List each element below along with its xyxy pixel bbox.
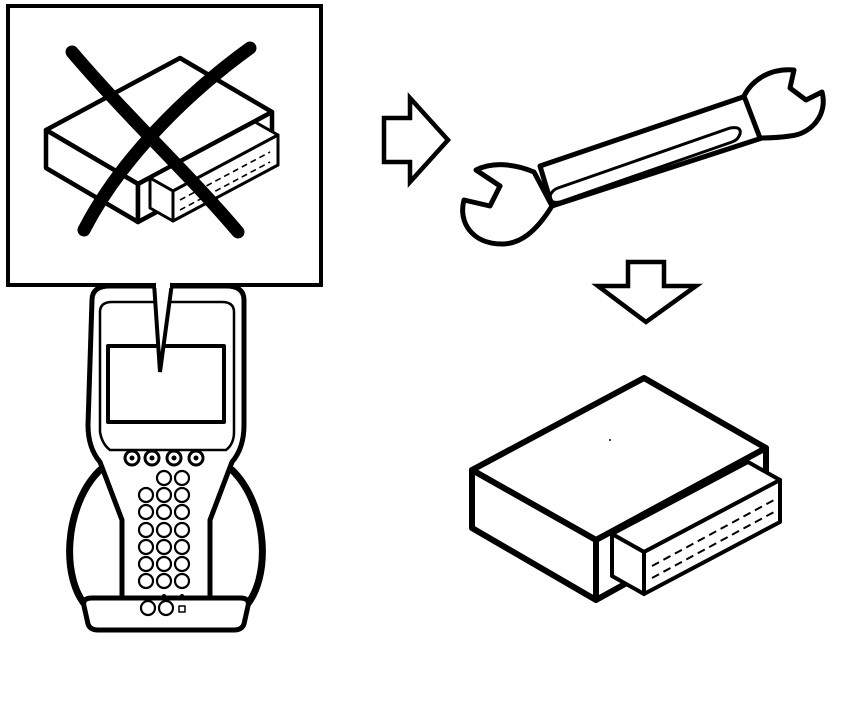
cross-out-mark: [65, 41, 257, 239]
wrench-icon: [460, 67, 826, 247]
scan-tool-icon: [66, 283, 266, 633]
arrow-down-icon: [591, 259, 703, 325]
callout-faulty-module: [6, 4, 323, 373]
arrow-right-icon: [381, 92, 452, 188]
new-module-icon: [469, 375, 782, 603]
